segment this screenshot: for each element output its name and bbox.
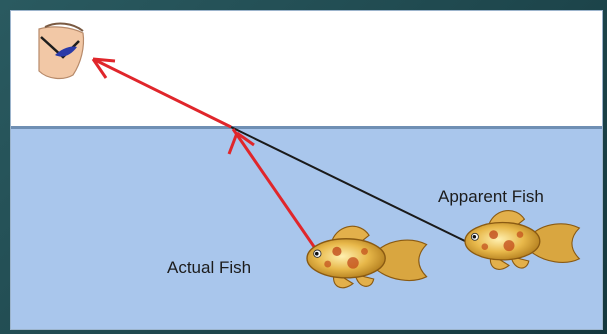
apparent-ray-line — [231, 127, 467, 242]
diagram-panel: Apparent Fish Actual Fish — [10, 10, 603, 330]
goldfish-icon — [465, 211, 579, 270]
underwater-ray-line — [233, 129, 317, 251]
refraction-scene — [11, 11, 602, 329]
apparent-fish-label: Apparent Fish — [438, 187, 544, 207]
air-ray-line — [93, 59, 231, 127]
eye-icon — [39, 24, 84, 79]
actual-fish-label: Actual Fish — [167, 258, 251, 278]
goldfish-icon — [307, 226, 427, 288]
